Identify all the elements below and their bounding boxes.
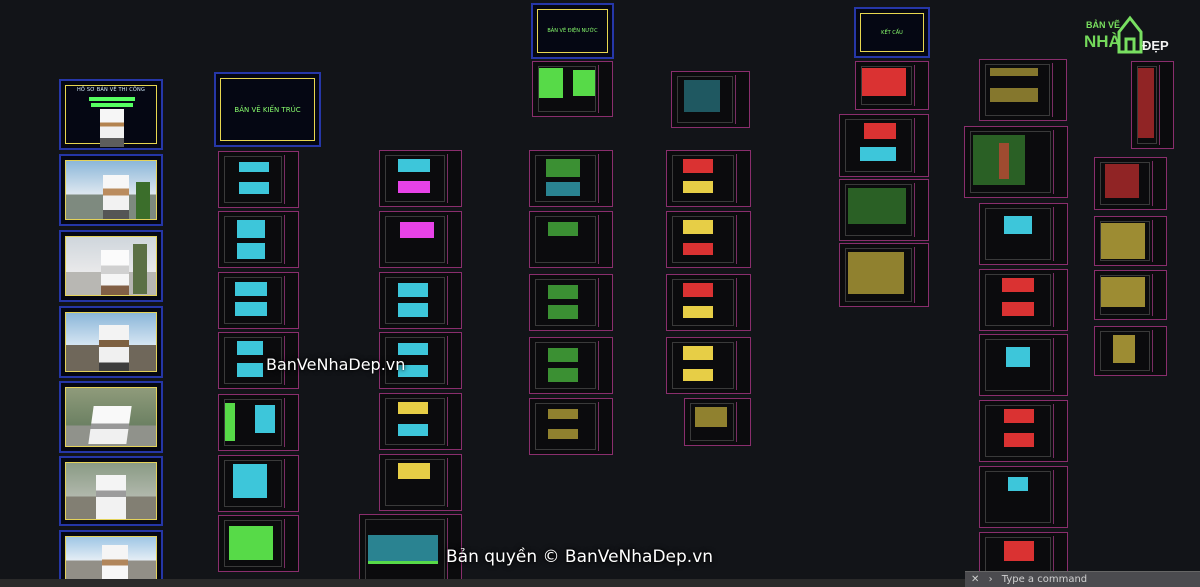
drawing-sheet[interactable] <box>379 393 462 450</box>
logo-line-2: NHÀ <box>1084 32 1121 51</box>
drawing-sheet[interactable] <box>1094 270 1167 320</box>
elevation-sheet[interactable] <box>359 514 462 587</box>
drawing-sheet[interactable] <box>839 114 929 177</box>
watermark-center: BanVeNhaDep.vn <box>266 355 406 374</box>
architecture-title-sheet[interactable]: BẢN VẼ KIẾN TRÚC <box>214 72 321 147</box>
close-icon[interactable]: ✕ <box>971 574 980 585</box>
drawing-sheet[interactable] <box>964 126 1068 198</box>
drawing-sheet[interactable] <box>1094 326 1167 376</box>
cover-sheet-main[interactable]: HỒ SƠ BẢN VẼ THI CÔNG <box>59 79 163 150</box>
drawing-sheet[interactable] <box>218 272 299 329</box>
drawing-sheet[interactable] <box>379 332 462 389</box>
drawing-sheet[interactable] <box>666 211 751 268</box>
drawing-sheet[interactable] <box>218 151 299 208</box>
title-sheet-frame <box>537 9 608 53</box>
render-frame <box>65 387 157 447</box>
drawing-sheet[interactable] <box>979 269 1068 331</box>
title-sheet-frame <box>220 78 315 141</box>
drawing-sheet[interactable] <box>1131 61 1174 149</box>
architecture-title: BẢN VẼ KIẾN TRÚC <box>234 105 301 114</box>
structure-title-sheet[interactable]: KẾT CẤU <box>854 7 930 58</box>
drawing-sheet[interactable] <box>855 61 929 110</box>
drawing-sheet[interactable] <box>379 454 462 511</box>
drawing-sheet[interactable] <box>529 337 613 394</box>
drawing-sheet[interactable] <box>529 274 613 331</box>
render-frame <box>65 160 157 220</box>
drawing-sheet[interactable] <box>218 332 299 389</box>
structure-title: KẾT CẤU <box>881 30 903 37</box>
electric-water-title: BẢN VẼ ĐIỆN NƯỚC <box>547 28 598 35</box>
drawing-sheet[interactable] <box>218 515 299 572</box>
logo-line-3: ĐẸP <box>1142 38 1169 53</box>
electric-water-title-sheet[interactable]: BẢN VẼ ĐIỆN NƯỚC <box>531 3 614 59</box>
drawing-sheet[interactable] <box>529 398 613 455</box>
title-sheet-frame <box>860 13 924 52</box>
cover-subtitle-bar <box>89 97 135 101</box>
render-sheet-1[interactable] <box>59 154 163 226</box>
drawing-sheet[interactable] <box>379 272 462 329</box>
legend-sheet[interactable] <box>532 61 613 117</box>
drawing-sheet[interactable] <box>979 466 1068 528</box>
cover-subtitle-bar <box>91 103 133 107</box>
render-sheet-4[interactable] <box>59 381 163 453</box>
drawing-sheet[interactable] <box>671 71 750 128</box>
drawing-sheet[interactable] <box>979 400 1068 462</box>
drawing-sheet[interactable] <box>666 150 751 207</box>
drawing-sheet[interactable] <box>1094 157 1167 210</box>
cover-title: HỒ SƠ BẢN VẼ THI CÔNG <box>76 87 146 93</box>
command-icon: › <box>988 574 993 585</box>
drawing-sheet[interactable] <box>379 211 462 268</box>
render-sheet-2[interactable] <box>59 230 163 302</box>
render-frame <box>65 536 157 581</box>
drawing-sheet[interactable] <box>529 150 613 207</box>
drawing-sheet[interactable] <box>839 243 929 307</box>
drawing-sheet[interactable] <box>1094 216 1167 266</box>
command-input[interactable]: Type a command <box>1001 574 1088 585</box>
render-sheet-3[interactable] <box>59 306 163 378</box>
drawing-sheet[interactable] <box>979 334 1068 396</box>
drawing-sheet[interactable] <box>666 274 751 331</box>
logo-line-1: BẢN VẼ <box>1086 20 1121 30</box>
drawing-sheet[interactable] <box>684 398 751 446</box>
render-frame <box>65 462 157 520</box>
drawing-sheet[interactable] <box>666 337 751 394</box>
command-line[interactable]: ✕ › Type a command <box>965 571 1200 587</box>
drawing-sheet[interactable] <box>218 211 299 268</box>
render-sheet-5[interactable] <box>59 456 163 526</box>
watermark-copyright: Bản quyền © BanVeNhaDep.vn <box>446 547 714 567</box>
render-frame <box>65 312 157 372</box>
drawing-sheet[interactable] <box>839 179 929 241</box>
render-frame <box>65 236 157 296</box>
site-logo: BẢN VẼ NHÀ ĐẸP <box>1074 12 1186 70</box>
house-icon <box>1117 15 1143 54</box>
drawing-sheet[interactable] <box>979 203 1068 265</box>
drawing-sheet[interactable] <box>379 150 462 207</box>
cover-house-image <box>100 109 124 147</box>
drawing-sheet[interactable] <box>979 59 1067 121</box>
drawing-sheet[interactable] <box>218 394 299 451</box>
drawing-sheet[interactable] <box>218 455 299 512</box>
status-bar <box>0 579 1200 587</box>
drawing-sheet[interactable] <box>529 211 613 268</box>
